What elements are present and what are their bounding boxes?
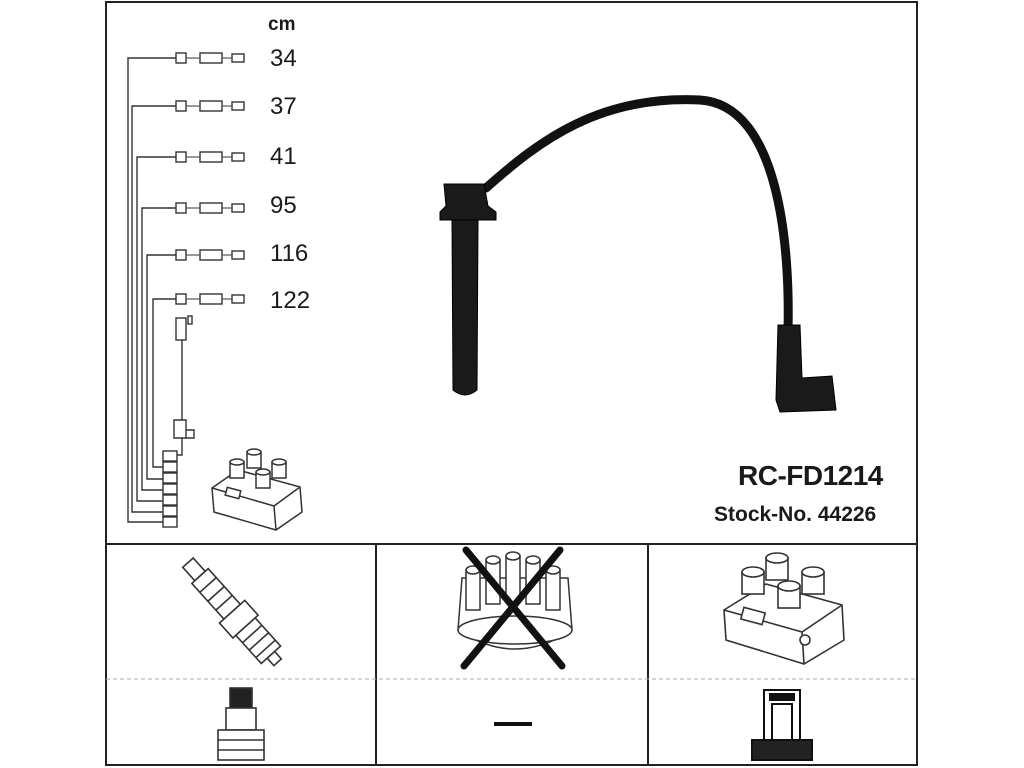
stock-number: Stock-No. 44226: [714, 503, 877, 526]
cable-length-6: 122: [270, 287, 311, 314]
spark-plug-boot-icon: [217, 687, 265, 761]
cable-length-2: 37: [270, 93, 297, 120]
ignition-lead-drawing: [439, 95, 837, 413]
cable-length-5: 116: [270, 240, 309, 267]
spark-plug-icon: [181, 556, 283, 667]
part-number: RC-FD1214: [738, 460, 883, 491]
frame-lines: [105, 1, 918, 766]
cable-length-4: 95: [270, 192, 297, 219]
ignition-coil-small-icon: [211, 448, 303, 531]
not-applicable-cross-icon: [460, 546, 566, 670]
not-applicable-dash: [494, 722, 532, 726]
cable-set-icon: [127, 52, 245, 528]
ignition-coil-large-icon: [723, 552, 845, 665]
cable-length-3: 41: [270, 143, 297, 170]
coil-connector-icon: [751, 689, 813, 761]
unit-label: cm: [268, 14, 296, 35]
cable-length-1: 34: [270, 45, 297, 72]
